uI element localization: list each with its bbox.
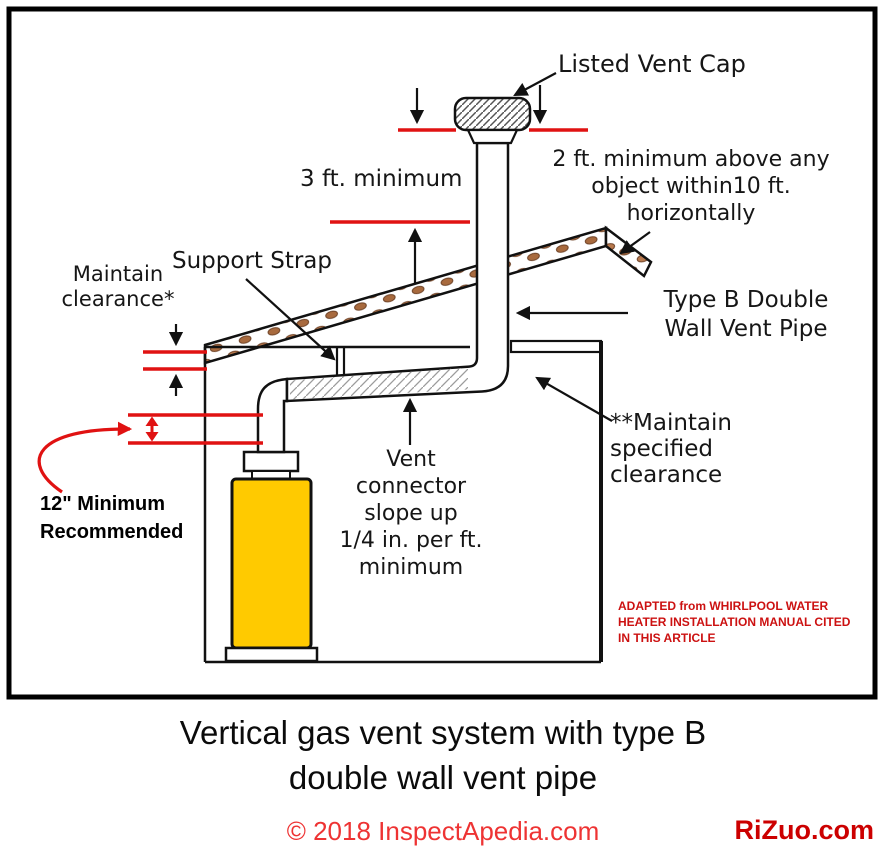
label-maintain-specified-line-1: **Maintain xyxy=(610,410,732,436)
vent-cap-collar xyxy=(466,128,519,145)
label-type-b-pipe: Type B Double Wall Vent Pipe xyxy=(634,286,858,344)
label-12-inch-minimum: 12" Minimum Recommended xyxy=(40,490,183,546)
red-clearance-marks xyxy=(37,128,588,494)
water-heater-tank xyxy=(230,477,313,650)
connector-hatch xyxy=(290,367,468,400)
figure-caption-line-1: Vertical gas vent system with type B xyxy=(179,714,707,751)
label-listed-vent-cap: Listed Vent Cap xyxy=(558,50,746,78)
label-adapted-note-line-1: ADAPTED from WHIRLPOOL WATER xyxy=(618,599,829,613)
vent-cap xyxy=(453,96,532,132)
label-maintain-specified-line-2: specified xyxy=(610,436,714,462)
water-heater-base xyxy=(224,646,319,663)
label-vent-connector-line-5: minimum xyxy=(358,555,464,580)
twelve-inch-arrowhead-down xyxy=(145,432,159,442)
maintain-specified-arrow xyxy=(535,376,613,422)
label-vent-connector-line-3: slope up xyxy=(364,501,458,526)
two-ft-pointer xyxy=(619,231,651,255)
vent-pipe xyxy=(285,141,510,403)
figure-caption-line-2: double wall vent pipe xyxy=(288,759,598,796)
label-type-b-line-1: Type B Double xyxy=(663,287,829,313)
label-2ft-line-1: 2 ft. minimum above any xyxy=(552,147,830,172)
label-maintain-clearance: Maintain clearance* xyxy=(52,262,184,312)
label-2ft-minimum: 2 ft. minimum above any object within10 … xyxy=(508,146,874,227)
label-maintain-specified-line-3: clearance xyxy=(610,462,723,488)
brand-text: RiZuo.com xyxy=(734,815,875,845)
label-vent-connector-line-1: Vent xyxy=(386,447,436,472)
label-12-inch-line-1: 12" Minimum xyxy=(40,493,166,515)
label-12-inch-line-2: Recommended xyxy=(40,521,184,543)
label-2ft-line-2: object within10 ft. xyxy=(591,174,791,199)
water-heater xyxy=(224,450,319,663)
label-adapted-note-line-3: IN THIS ARTICLE xyxy=(618,631,716,645)
label-vent-connector: Vent connector slope up 1/4 in. per ft. … xyxy=(328,446,494,581)
label-type-b-line-2: Wall Vent Pipe xyxy=(664,316,828,342)
label-maintain-clearance-line-2: clearance* xyxy=(61,287,175,311)
connector-elbow xyxy=(256,377,289,454)
diagram-canvas xyxy=(6,6,878,700)
twelve-inch-arrowhead-up xyxy=(145,416,159,426)
label-maintain-clearance-line-1: Maintain xyxy=(72,262,164,286)
figure-caption: Vertical gas vent system with type B dou… xyxy=(0,710,886,800)
label-adapted-note: ADAPTED from WHIRLPOOL WATER HEATER INST… xyxy=(618,598,858,646)
label-maintain-specified: **Maintain specified clearance xyxy=(610,410,732,488)
right-top-plate xyxy=(509,339,603,354)
vent-pipe-and-connector xyxy=(256,96,532,454)
label-2ft-line-3: horizontally xyxy=(626,201,756,226)
label-vent-connector-line-2: connector xyxy=(355,474,467,499)
copyright-text: © 2018 InspectApedia.com xyxy=(286,816,600,846)
label-adapted-note-line-2: HEATER INSTALLATION MANUAL CITED xyxy=(618,615,851,629)
support-strap-pointer xyxy=(245,278,336,361)
label-support-strap: Support Strap xyxy=(172,248,333,274)
diagram-border xyxy=(6,6,878,700)
black-arrows xyxy=(168,72,651,445)
label-vent-connector-line-4: 1/4 in. per ft. xyxy=(339,528,483,553)
draft-hood xyxy=(242,450,300,473)
twelve-inch-pointer-curve xyxy=(37,421,133,494)
label-3ft-minimum: 3 ft. minimum xyxy=(300,166,463,192)
listed-vent-cap-pointer xyxy=(513,72,557,97)
